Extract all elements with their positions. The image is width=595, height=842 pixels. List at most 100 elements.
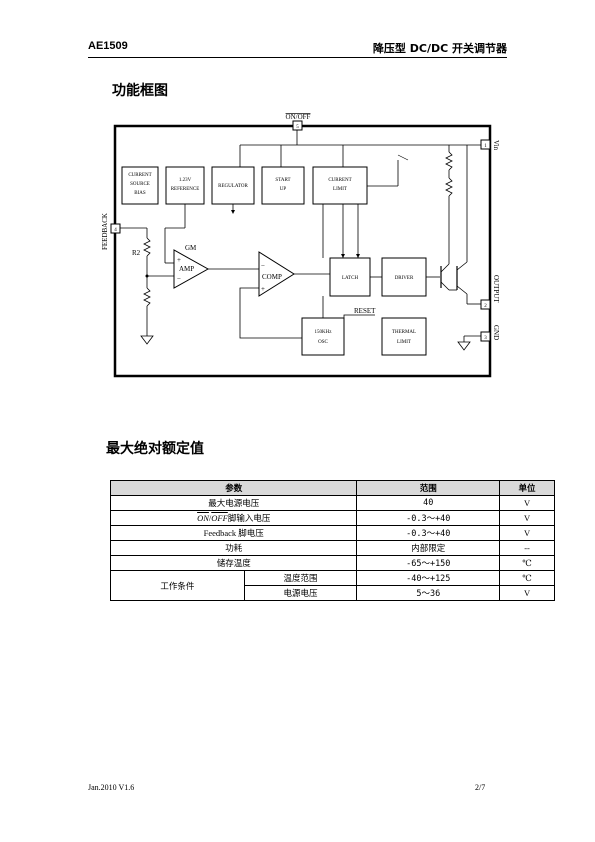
cell-range: 5～36 bbox=[356, 585, 501, 601]
label-r2: R2 bbox=[132, 249, 141, 257]
block-current-limit bbox=[312, 166, 368, 205]
header-range: 范围 bbox=[356, 480, 501, 496]
pin-5-box bbox=[292, 120, 303, 131]
pin-label-onoff: ON/OFF bbox=[286, 113, 311, 121]
cell-param-onoff: ON/OFF脚输入电压 bbox=[109, 510, 358, 526]
reset-wire bbox=[343, 314, 375, 318]
transistor-1-collector bbox=[440, 263, 450, 273]
resistor-r1 bbox=[143, 287, 151, 307]
amp-minus-sign: − bbox=[177, 275, 181, 283]
section-title-absolute-ratings: 最大绝对额定值 bbox=[106, 441, 204, 457]
label-gm: GM bbox=[185, 244, 197, 252]
limit-arrow-3 bbox=[356, 254, 360, 258]
header-unit: 单位 bbox=[499, 480, 555, 496]
block-text-driver: DRIVER bbox=[395, 276, 414, 281]
cell-unit: V bbox=[499, 495, 555, 511]
block-text-thermal: THERMAL bbox=[392, 330, 416, 335]
regulator-arrow bbox=[231, 210, 235, 214]
block-text-current-limit-1: CURRENT bbox=[328, 178, 351, 183]
table-header-row: 参数 范围 单位 bbox=[109, 480, 555, 496]
error-amplifier bbox=[173, 249, 210, 289]
transistor-2-collector bbox=[456, 261, 468, 271]
pin-label-feedback: FEEDBACK bbox=[101, 213, 109, 250]
pin-label-gnd: GND bbox=[492, 325, 500, 340]
absolute-ratings-table: 参数 范围 单位 最大电源电压 40 V ON/OFF脚输入电压 -0.3～+4… bbox=[109, 480, 555, 601]
cell-range: 内部限定 bbox=[356, 540, 501, 556]
param-off-text: OFF bbox=[211, 513, 228, 523]
pin-3-number: 3 bbox=[484, 336, 487, 341]
cell-unit: ℃ bbox=[499, 570, 555, 586]
param-tail-text: 脚输入电压 bbox=[227, 513, 271, 523]
section-title-block-diagram: 功能框图 bbox=[112, 83, 168, 99]
label-reset: RESET bbox=[354, 307, 376, 315]
cell-unit: V bbox=[499, 525, 555, 541]
param-on-text: ON bbox=[197, 513, 209, 523]
block-oscillator bbox=[301, 317, 345, 356]
pin-label-vin: Vin bbox=[492, 140, 500, 151]
block-text-limit: LIMIT bbox=[397, 340, 411, 345]
table-row: 电源电压 5～36 V bbox=[111, 585, 555, 601]
resistor-r2 bbox=[143, 237, 151, 257]
cell-sub-param: 电源电压 bbox=[243, 585, 358, 601]
rail-slash bbox=[397, 154, 409, 161]
block-text-source: SOURCE bbox=[130, 182, 150, 187]
block-thermal-limit bbox=[381, 317, 427, 356]
ground-symbol-left bbox=[140, 335, 154, 345]
footer-page-number: 2/7 bbox=[475, 783, 486, 792]
cell-range: -40～+125 bbox=[356, 570, 501, 586]
cell-group-label: 工作条件 bbox=[110, 570, 245, 601]
transistor-2-emitter bbox=[456, 285, 468, 295]
block-text-up: UP bbox=[280, 187, 287, 192]
table-row: 功耗 内部限定 -- bbox=[109, 540, 555, 556]
header-rule bbox=[88, 57, 507, 58]
pin-1-box bbox=[480, 139, 491, 150]
bias-resistor-1 bbox=[445, 151, 453, 171]
header-param: 参数 bbox=[109, 480, 358, 496]
cell-range: -65～+150 bbox=[356, 555, 501, 571]
cell-sub-param: 温度范围 bbox=[243, 570, 358, 586]
block-text-osc: OSC bbox=[318, 340, 328, 345]
block-text-start: START bbox=[275, 178, 290, 183]
pin-1-number: 1 bbox=[484, 144, 487, 149]
table-row: Feedback 脚电压 -0.3～+40 V bbox=[109, 525, 555, 541]
pin-4-number: 4 bbox=[114, 228, 117, 233]
block-latch bbox=[329, 257, 371, 297]
block-text-regulator: REGULATOR bbox=[218, 184, 248, 189]
comp-plus-sign: + bbox=[261, 285, 265, 293]
pin-label-output: OUTPUT bbox=[492, 275, 500, 303]
cell-range: -0.3～+40 bbox=[356, 510, 501, 526]
cell-range: 40 bbox=[356, 495, 501, 511]
param-sep-text: / bbox=[208, 513, 212, 523]
block-current-source-bias bbox=[121, 166, 159, 205]
cell-unit: V bbox=[499, 585, 555, 601]
block-text-1-23v: 1.23V bbox=[179, 178, 192, 183]
cell-param: 功耗 bbox=[109, 540, 358, 556]
cell-param: 最大电源电压 bbox=[109, 495, 358, 511]
block-text-150khz: 150KHz bbox=[315, 330, 333, 335]
footer-date-version: Jan.2010 V1.6 bbox=[88, 783, 135, 792]
limit-arrow-2 bbox=[341, 254, 345, 258]
cell-unit: V bbox=[499, 510, 555, 526]
header-part-number: AE1509 bbox=[88, 40, 128, 52]
label-comp: COMP bbox=[262, 273, 282, 281]
pin-2-number: 2 bbox=[484, 304, 487, 309]
block-text-reference: REFERENCE bbox=[171, 187, 200, 192]
block-text-current-limit-2: LIMIT bbox=[333, 187, 347, 192]
block-text-latch: LATCH bbox=[342, 276, 359, 281]
bias-resistor-2 bbox=[445, 177, 453, 197]
amp-plus-sign: + bbox=[177, 256, 181, 264]
osc-ramp-loop bbox=[239, 287, 302, 339]
comparator bbox=[258, 251, 295, 297]
label-amp: AMP bbox=[179, 265, 194, 273]
ground-symbol-right bbox=[457, 341, 471, 351]
header-title: 降压型 DC/DC 开关调节器 bbox=[372, 42, 507, 55]
transistor-1-emitter bbox=[440, 281, 450, 291]
cell-unit: ℃ bbox=[499, 555, 555, 571]
table-row: 储存温度 -65～+150 ℃ bbox=[109, 555, 555, 571]
block-text-current: CURRENT bbox=[128, 173, 151, 178]
table-row: 最大电源电压 40 V bbox=[109, 495, 555, 511]
pin-5-number: 5 bbox=[296, 125, 299, 130]
cell-param: 储存温度 bbox=[109, 555, 358, 571]
cell-unit: -- bbox=[499, 540, 555, 556]
block-start-up bbox=[261, 166, 305, 205]
